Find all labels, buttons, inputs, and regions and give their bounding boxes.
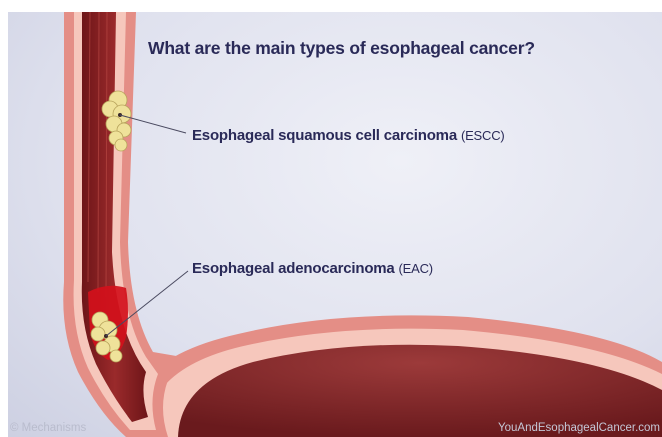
esophagus-stomach-illustration [8,12,662,437]
website-watermark: YouAndEsophagealCancer.com [498,422,660,434]
copyright-watermark: © Mechanisms [10,422,86,434]
escc-label: Esophageal squamous cell carcinoma (ESCC… [192,127,505,144]
page-title: What are the main types of esophageal ca… [148,38,535,59]
escc-label-abbr: (ESCC) [461,128,505,143]
eac-label-abbr: (EAC) [399,261,433,276]
escc-label-name: Esophageal squamous cell carcinoma [192,127,457,144]
eac-label-name: Esophageal adenocarcinoma [192,260,395,277]
illustration-panel: What are the main types of esophageal ca… [8,12,662,437]
eac-label: Esophageal adenocarcinoma (EAC) [192,260,433,277]
